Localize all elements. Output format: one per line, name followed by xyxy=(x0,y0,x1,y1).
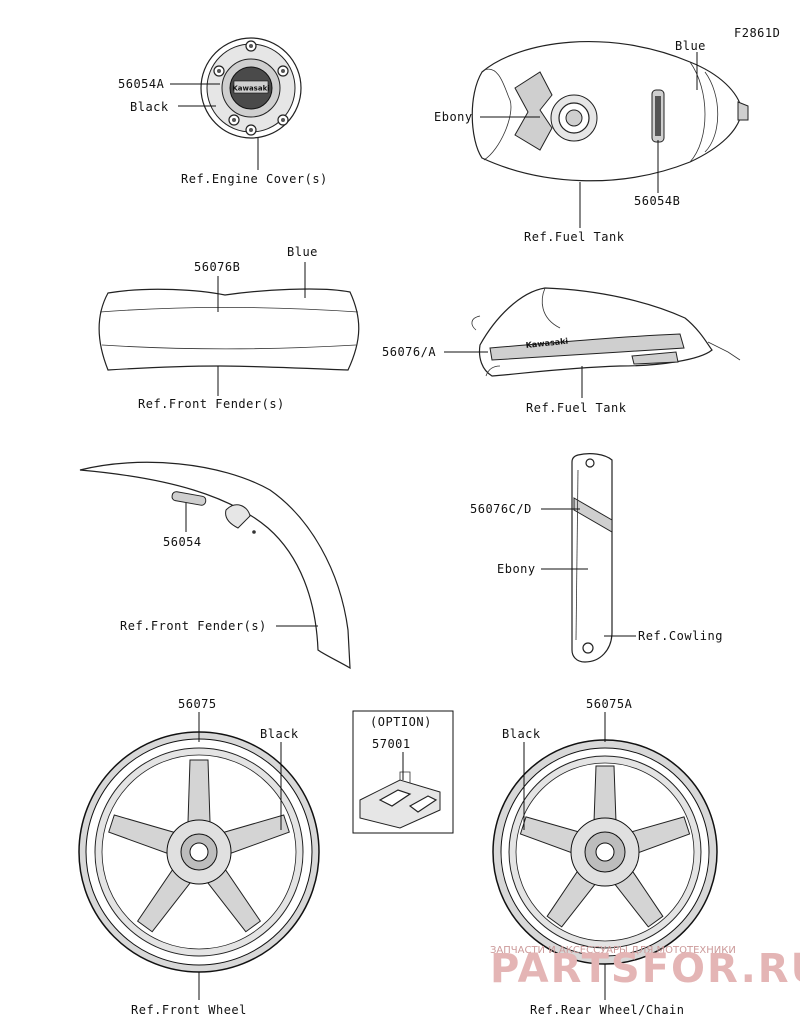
front-fender-top-color-label: Blue xyxy=(287,245,318,259)
cowling-color-label: Ebony xyxy=(497,562,536,576)
cowling-drawing xyxy=(571,453,613,663)
rear-wheel-drawing xyxy=(492,739,718,965)
watermark-brand: PARTSFOR.RU xyxy=(490,946,800,992)
engine-cover-part-label: 56054A xyxy=(118,77,165,91)
front-fender-side-ref-label: Ref.Front Fender(s) xyxy=(120,619,267,633)
fuel-tank-top-part-label: 56054B xyxy=(634,194,680,208)
option-title: (OPTION) xyxy=(370,715,432,729)
front-fender-top-part-label: 56076B xyxy=(194,260,240,274)
engine-cover-logo: Kawasaki xyxy=(232,85,269,93)
rear-wheel-color-label: Black xyxy=(502,727,541,741)
front-wheel-color-label: Black xyxy=(260,727,299,741)
engine-cover-drawing: Kawasaki xyxy=(200,37,302,139)
rear-wheel-part-label: 56075A xyxy=(586,697,633,711)
option-part-label: 57001 xyxy=(372,737,411,751)
front-fender-top-drawing xyxy=(98,288,360,371)
front-wheel-ref-label: Ref.Front Wheel xyxy=(131,1003,247,1017)
front-fender-side-part-label: 56054 xyxy=(163,535,202,549)
front-wheel-part-label: 56075 xyxy=(178,697,217,711)
fuel-tank-top-ref-label: Ref.Fuel Tank xyxy=(524,230,625,244)
fuel-tank-side-part-label: 56076/A xyxy=(382,345,436,359)
cowling-ref-label: Ref.Cowling xyxy=(638,629,723,643)
rear-wheel-ref-label: Ref.Rear Wheel/Chain xyxy=(530,1003,685,1017)
fuel-tank-top-color-blue: Blue xyxy=(675,39,706,53)
figure-code: F2861D xyxy=(734,26,780,40)
fuel-tank-side-drawing: Kawasaki xyxy=(471,287,741,377)
fuel-tank-side-ref-label: Ref.Fuel Tank xyxy=(526,401,627,415)
front-wheel-drawing xyxy=(78,731,320,973)
cowling-part-label: 56076C/D xyxy=(470,502,532,516)
engine-cover-ref-label: Ref.Engine Cover(s) xyxy=(181,172,328,186)
fuel-tank-top-color-ebony: Ebony xyxy=(434,110,473,124)
engine-cover-color-label: Black xyxy=(130,100,169,114)
fuel-tank-side-logo: Kawasaki xyxy=(525,337,569,350)
front-fender-side-drawing xyxy=(79,461,351,670)
front-fender-top-ref-label: Ref.Front Fender(s) xyxy=(138,397,285,411)
watermark-tagline: ЗАПЧАСТИ И АКСЕССУАРЫ ДЛЯ МОТОТЕХНИКИ xyxy=(490,945,736,956)
fuel-tank-top-drawing xyxy=(471,41,749,182)
